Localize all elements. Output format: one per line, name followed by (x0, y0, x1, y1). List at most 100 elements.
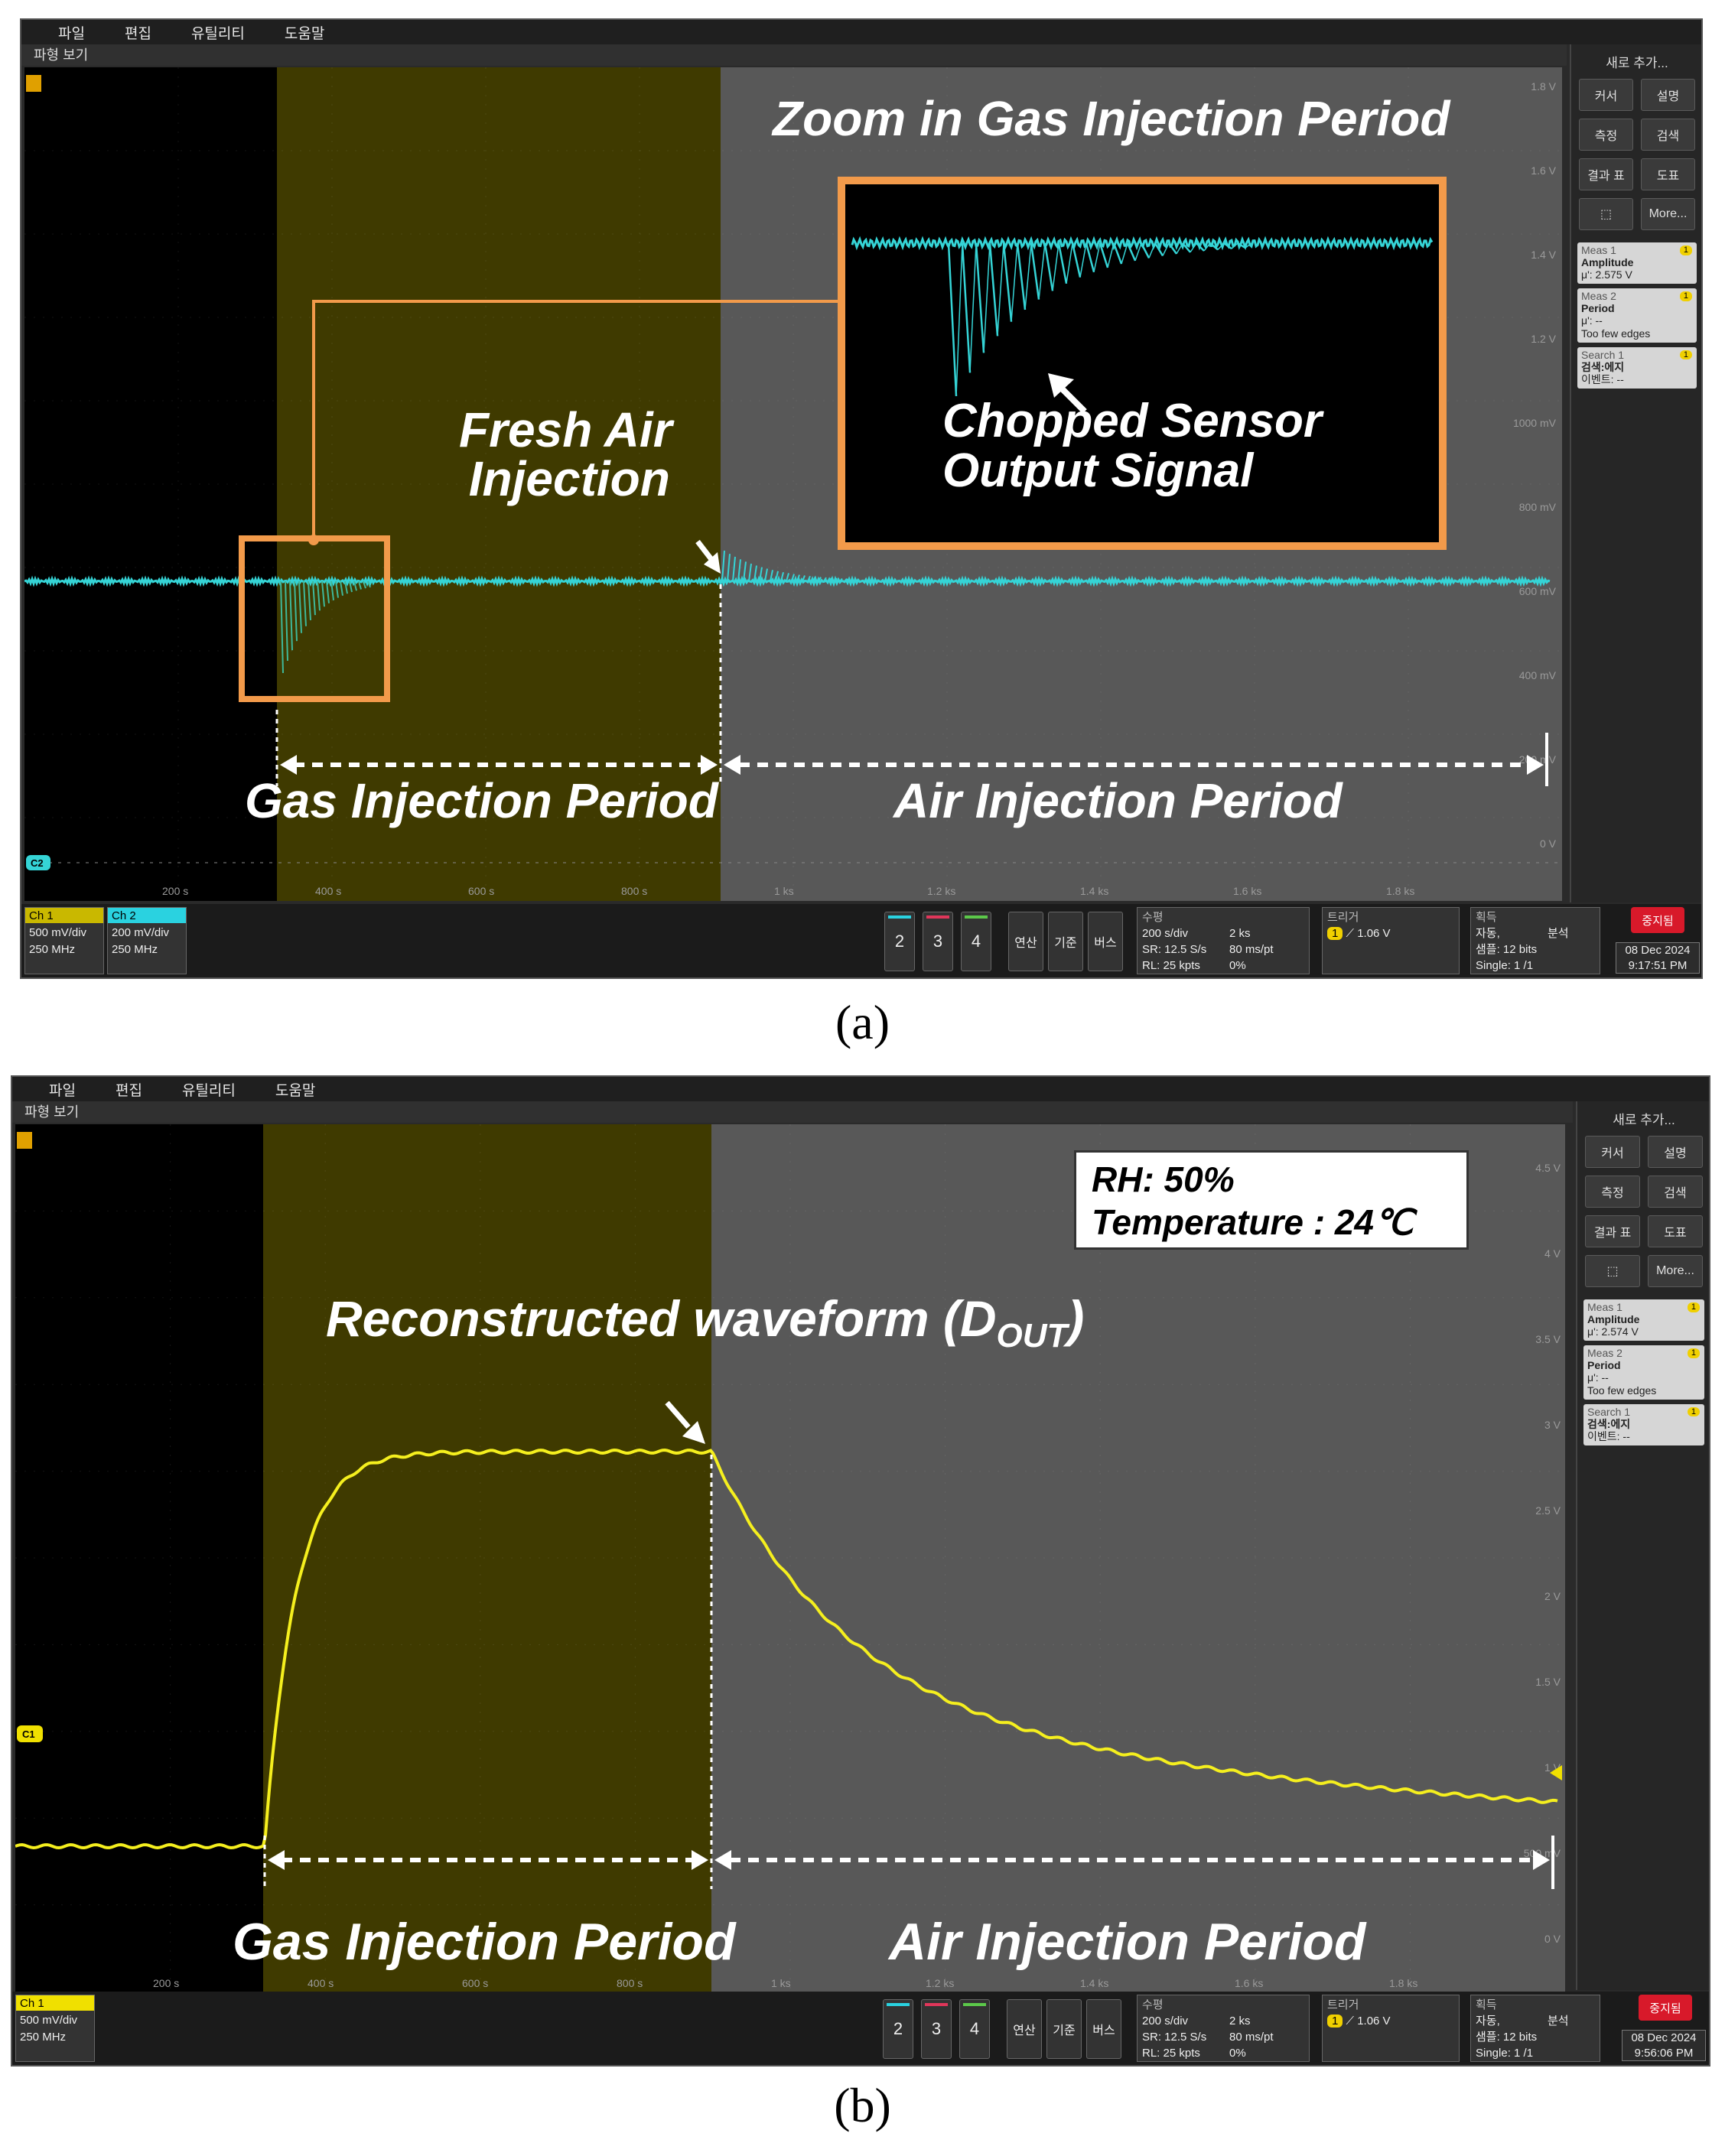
measure-button[interactable]: 측정 (1585, 1176, 1640, 1208)
ch4-add-button[interactable]: 4 (961, 912, 991, 971)
chopped-spike (312, 580, 316, 616)
waveform-view-tab[interactable]: 파형 보기 (12, 1101, 1573, 1123)
ch4-add-button[interactable]: 4 (959, 1999, 990, 2059)
measurement-value: 검색:에지 (1581, 361, 1693, 373)
x-tick-label: 600 s (468, 885, 494, 897)
menu-help[interactable]: 도움말 (284, 25, 325, 42)
zoom-chopped-spike (1098, 242, 1109, 268)
zoom-chopped-spike (1038, 242, 1046, 300)
zoom-chopped-spike (969, 242, 977, 373)
chopped-spike (358, 580, 362, 590)
run-stop-button[interactable]: 중지됨 (1639, 1995, 1692, 2021)
search-button[interactable]: 검색 (1648, 1176, 1703, 1208)
search-button[interactable]: 검색 (1641, 119, 1695, 151)
recon-arrow (665, 1400, 691, 1429)
chopped-spike (326, 580, 330, 603)
menu-help[interactable]: 도움말 (275, 1082, 316, 1099)
measurement-name: 검색:에지 (1581, 360, 1625, 373)
bus-button[interactable]: 버스 (1088, 912, 1123, 971)
zoom-chopped-spike (1176, 242, 1183, 255)
measurement-value: μ': 2.574 V (1587, 1325, 1639, 1338)
trigger-settings[interactable]: 트리거 1 ⟋ 1.06 V (1322, 1995, 1460, 2062)
menu-utility[interactable]: 유틸리티 (181, 1082, 236, 1099)
math-button[interactable]: 연산 (1008, 912, 1043, 971)
ref-button[interactable]: 기준 (1046, 1999, 1082, 2059)
zoom-chopped-spike (1066, 242, 1073, 284)
y-tick-label: 4.5 V (1535, 1162, 1561, 1174)
add-new-title: 새로 추가... (1606, 56, 1668, 70)
results-table-button[interactable]: 결과 표 (1585, 1215, 1640, 1247)
zoom-box-icon[interactable]: ⬚ (1585, 1255, 1640, 1287)
chopped-spike (298, 580, 302, 633)
note-button[interactable]: 설명 (1648, 1136, 1703, 1168)
air-spike (796, 574, 800, 582)
plot-button[interactable]: 도표 (1641, 158, 1695, 190)
ch3-add-button[interactable]: 3 (923, 912, 953, 971)
measure-button[interactable]: 측정 (1579, 119, 1633, 151)
x-tick-label: 800 s (617, 1977, 643, 1989)
more-button[interactable]: More... (1641, 198, 1695, 230)
ref-button[interactable]: 기준 (1048, 912, 1083, 971)
math-button[interactable]: 연산 (1007, 1999, 1042, 2059)
measurement-name: Period (1587, 1359, 1621, 1372)
cursor-button[interactable]: 커서 (1585, 1136, 1640, 1168)
menu-file[interactable]: 파일 (58, 25, 85, 42)
gas-arrow-right (701, 755, 718, 775)
ch3-add-button[interactable]: 3 (921, 1999, 952, 2059)
zoom-connector-dot (308, 535, 319, 545)
acquisition-settings[interactable]: 획득 자동, 분석 샘플: 12 bits Single: 1 /1 (1470, 1995, 1600, 2062)
menu-file[interactable]: 파일 (49, 1082, 76, 1099)
air-arrow-left (714, 1850, 731, 1870)
x-tick-label: 1.6 ks (1233, 885, 1261, 897)
acquisition-settings[interactable]: 획득 자동, 분석 샘플: 12 bits Single: 1 /1 (1470, 907, 1600, 974)
trigger-settings[interactable]: 트리거 1 ⟋ 1.06 V (1322, 907, 1460, 974)
menu-edit[interactable]: 편집 (124, 25, 151, 42)
zoom-chopped-spike (1043, 242, 1054, 291)
y-tick-label: 1.2 V (1531, 333, 1556, 345)
bus-button[interactable]: 버스 (1086, 1999, 1121, 2059)
air-spike (855, 578, 859, 582)
ch2-add-button[interactable]: 2 (883, 1999, 913, 2059)
chopped-spike (303, 580, 307, 626)
zoom-chopped-spike (1112, 242, 1123, 265)
zoom-chopped-spike (1223, 242, 1232, 250)
more-button[interactable]: More... (1648, 1255, 1703, 1287)
plot-button[interactable]: 도표 (1648, 1215, 1703, 1247)
x-tick-label: 1.2 ks (926, 1977, 954, 1989)
channel-scale: 200 mV/div (112, 926, 170, 939)
menu-utility[interactable]: 유틸리티 (190, 25, 245, 42)
measurement-title: Meas 2 (1581, 290, 1616, 303)
chopped-spike (340, 580, 343, 596)
note-button[interactable]: 설명 (1641, 79, 1695, 111)
ch2-add-button[interactable]: 2 (884, 912, 915, 971)
zoom-chopped-spike (1121, 242, 1128, 265)
menu-edit[interactable]: 편집 (115, 1082, 142, 1099)
cursor-button[interactable]: 커서 (1579, 79, 1633, 111)
measurement-name: Amplitude (1581, 256, 1634, 269)
zoom-box-icon[interactable]: ⬚ (1579, 198, 1633, 230)
run-stop-button[interactable]: 중지됨 (1631, 907, 1684, 933)
zoom-chopped-spike (1011, 242, 1018, 322)
measurement-name: Amplitude (1587, 1313, 1640, 1326)
air-spike (780, 571, 784, 582)
results-table-button[interactable]: 결과 표 (1579, 158, 1633, 190)
rh-label: RH: 50% (1092, 1159, 1235, 1199)
measurement-value: μ': -- (1581, 314, 1603, 327)
zoom-chopped-spike (988, 242, 999, 337)
waveform-view-tab[interactable]: 파형 보기 (21, 44, 1567, 66)
measurement-value: 검색:에지 (1587, 1418, 1701, 1430)
